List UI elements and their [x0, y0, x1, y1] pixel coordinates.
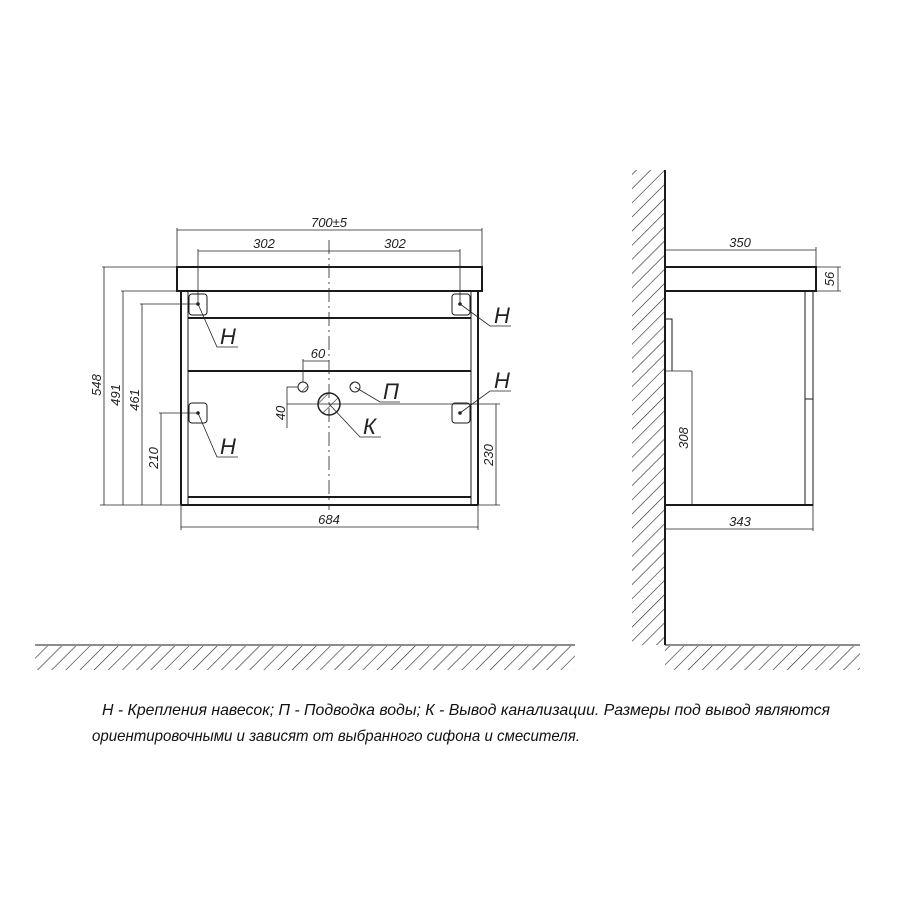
dim-pipe-vertical: 40 [273, 405, 288, 420]
dim-pipe-offset: 60 [311, 346, 326, 361]
dim-depth-body: 343 [729, 514, 751, 529]
front-view: Н Н Н Н П К [35, 215, 575, 670]
hanger-bottom-right [451, 402, 471, 424]
wall-rail [665, 318, 673, 371]
dim-hanger-left: 302 [253, 236, 275, 251]
water-pipe-left [297, 381, 309, 393]
dim-top-thickness: 56 [822, 271, 837, 286]
wall-hatch [632, 170, 664, 645]
dim-height-top-hanger: 461 [127, 389, 142, 411]
hanger-label-top-left: Н [220, 324, 236, 349]
hanger-label-bottom-right: Н [494, 368, 510, 393]
dim-hanger-bottom-right: 230 [481, 443, 496, 466]
dim-height-total: 548 [89, 373, 104, 395]
caption-line-2: ориентировочными и зависят от выбранного… [92, 728, 580, 745]
dim-height-bottom-hanger-left: 210 [146, 446, 161, 469]
hanger-label-bottom-left: Н [220, 434, 236, 459]
side-view: 350 56 308 343 [632, 170, 860, 670]
hanger-label-top-right: Н [494, 303, 510, 328]
water-label: П [383, 379, 399, 404]
dim-rail-height: 308 [676, 426, 691, 448]
side-countertop [664, 266, 817, 292]
dim-body-width: 684 [318, 512, 340, 527]
floor-hatch [35, 646, 575, 670]
cabinet-body [180, 291, 479, 506]
dim-overall-width: 700±5 [311, 215, 348, 230]
dim-depth-top: 350 [729, 235, 751, 250]
front-panel-top [804, 290, 814, 400]
side-floor-hatch [665, 646, 860, 670]
dimension-lines [100, 228, 500, 530]
dim-height-body: 491 [108, 384, 123, 406]
side-dimension-lines [665, 247, 841, 531]
countertop [176, 266, 483, 292]
caption-line-1: Н - Крепления навесок; П - Подводка воды… [102, 702, 830, 719]
front-panel-bottom [804, 398, 814, 506]
dim-hanger-right: 302 [384, 236, 406, 251]
drain-label: К [363, 414, 377, 439]
